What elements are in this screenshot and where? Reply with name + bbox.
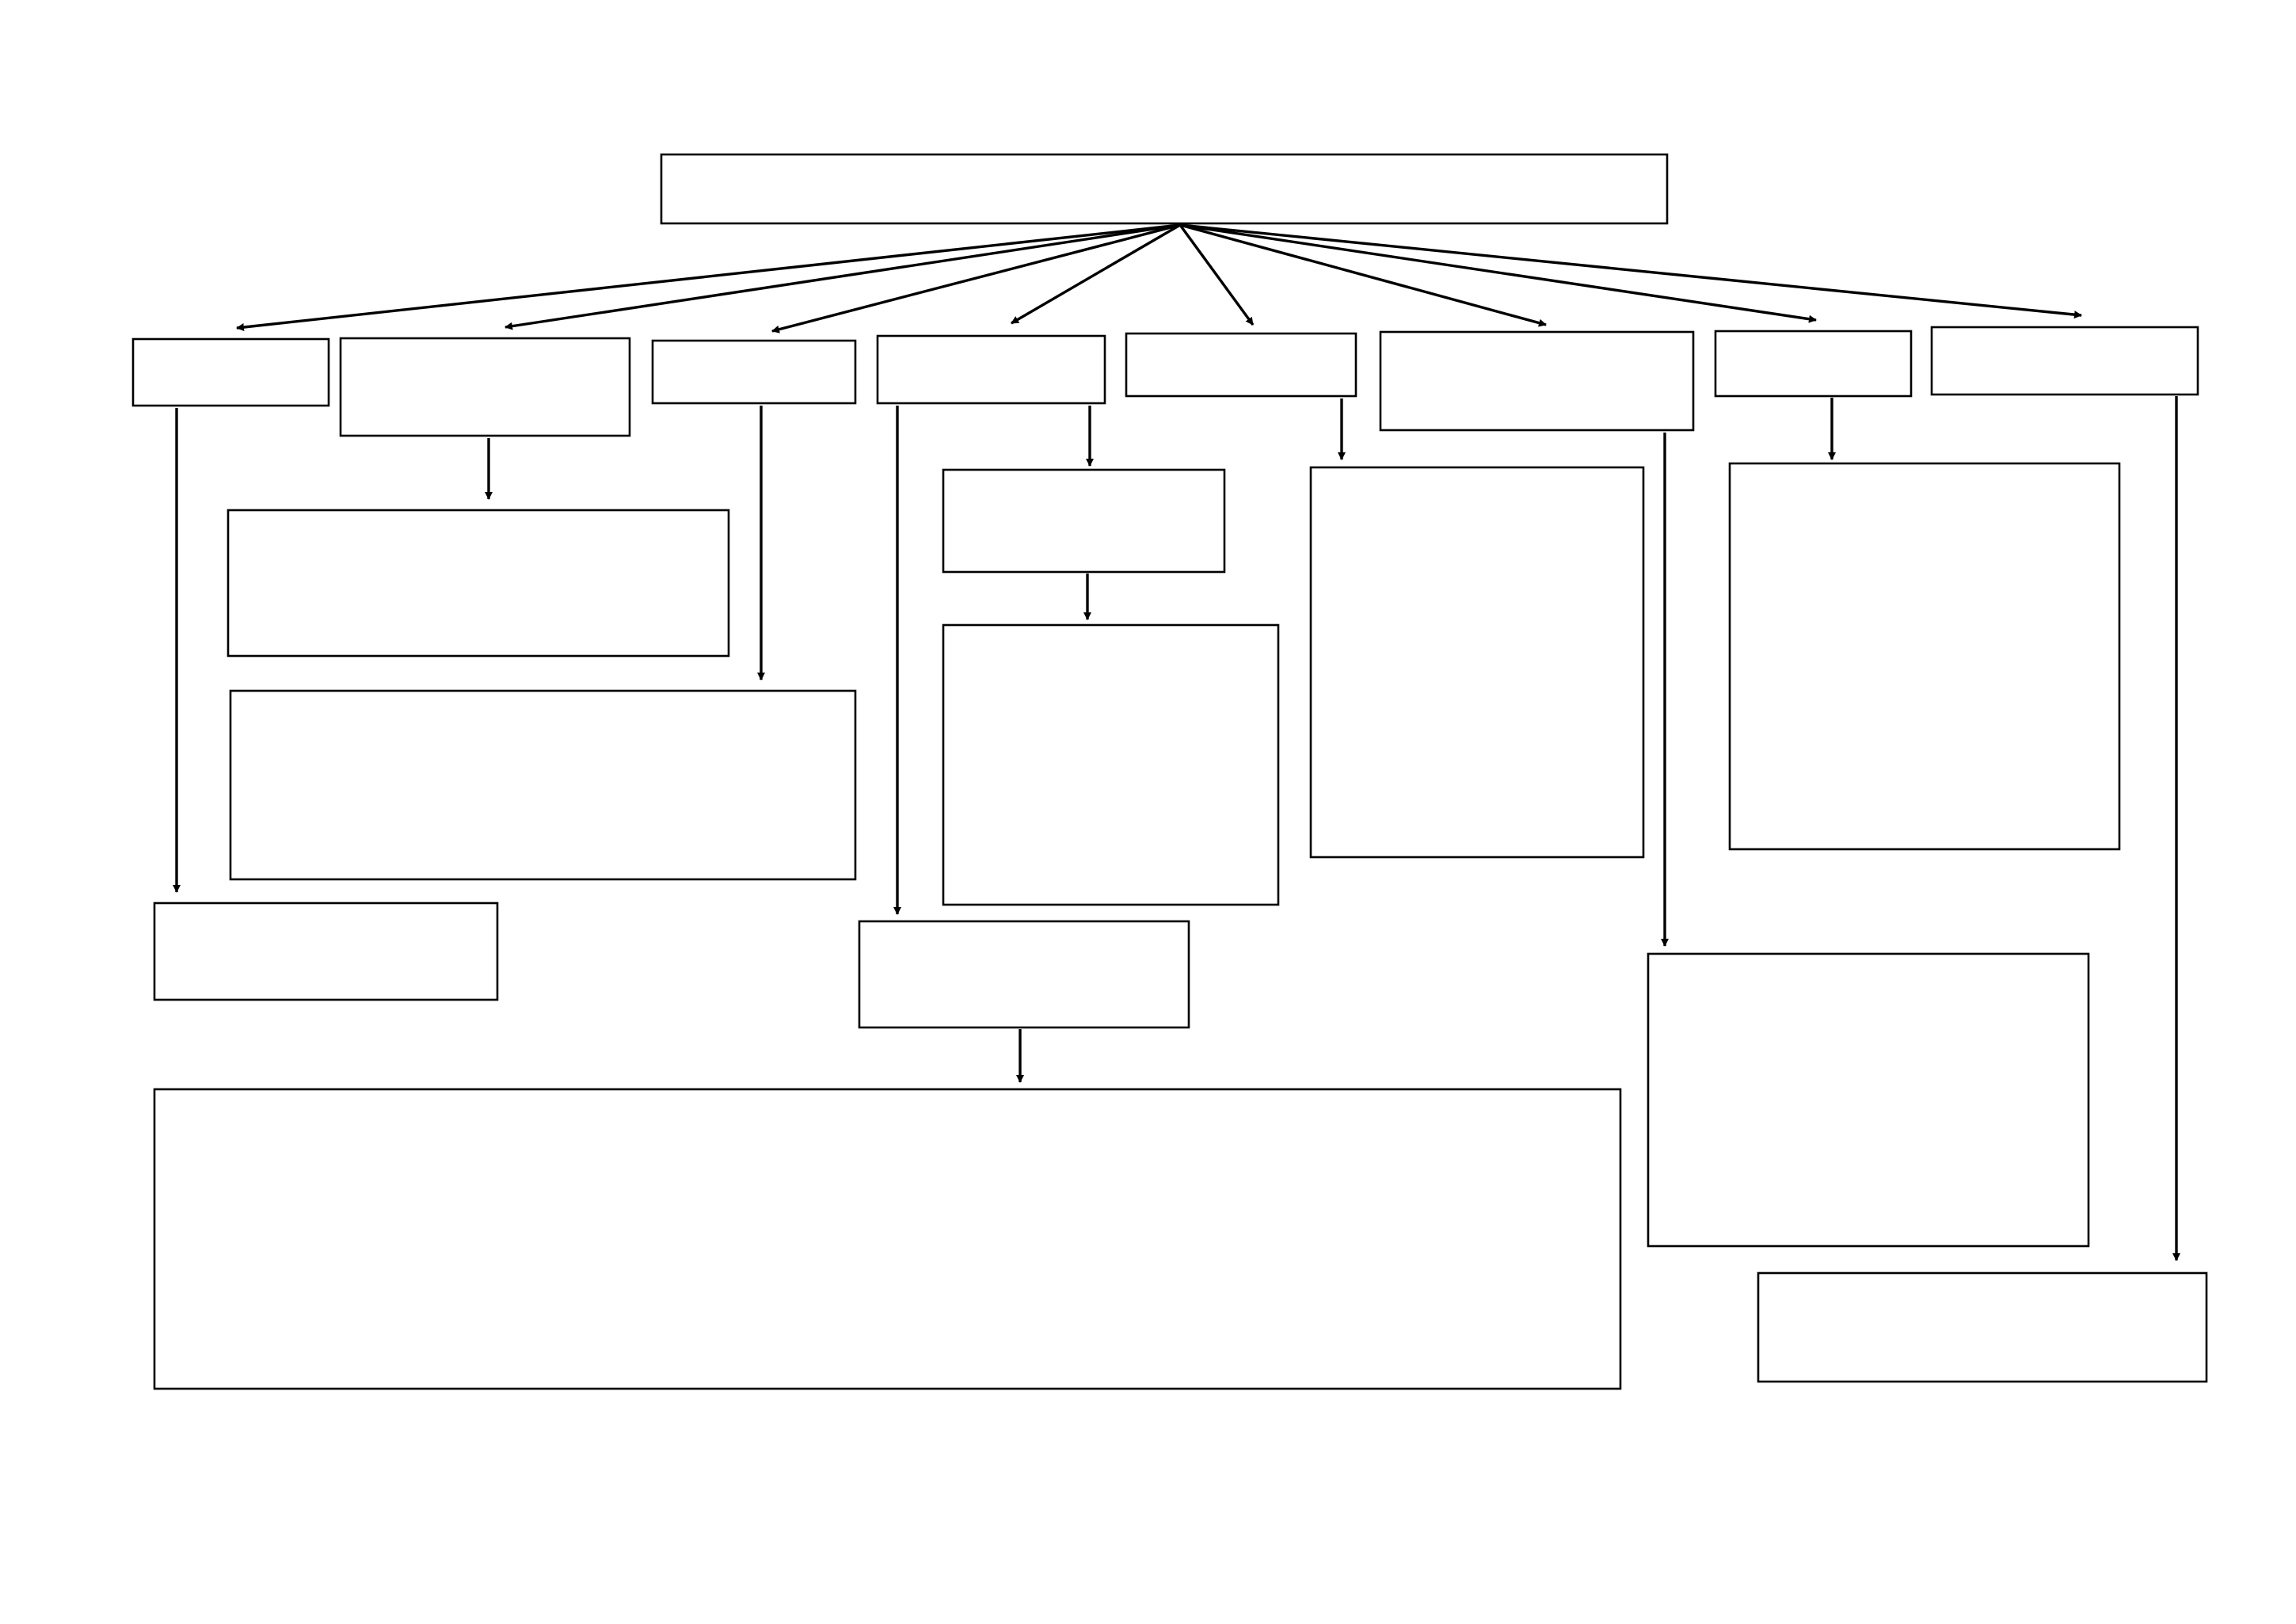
node-box-branch-5 [1125, 332, 1357, 398]
node-box-branch-4 [876, 334, 1106, 405]
node-box-branch-1 [131, 337, 330, 407]
node-root [660, 153, 1669, 225]
arrow-root-to-branch-5 [1178, 223, 1255, 326]
node-box-branch-4-child-b [858, 920, 1190, 1029]
node-branch-4-child-b-sub [153, 1088, 1622, 1390]
node-branch-8-child [1757, 1271, 2208, 1383]
node-branch-3 [651, 339, 857, 405]
node-box-branch-7 [1714, 330, 1913, 398]
arrow-root-to-branch-2 [505, 223, 1181, 330]
node-box-branch-8 [1930, 326, 2199, 396]
node-box-branch-1-child [153, 902, 499, 1001]
node-branch-6-child [1647, 952, 2090, 1248]
arrow-root-to-branch-1 [236, 223, 1181, 331]
node-layer [131, 153, 2208, 1390]
node-branch-3-child [229, 689, 857, 881]
node-box-branch-4-child-b-sub [153, 1088, 1622, 1390]
node-branch-8 [1930, 326, 2199, 396]
node-box-branch-3 [651, 339, 857, 405]
arrow-root-to-branch-4 [1011, 223, 1181, 325]
node-box-branch-3-child [229, 689, 857, 881]
node-branch-1 [131, 337, 330, 407]
node-box-branch-2-child [227, 509, 730, 658]
arrow-root-to-branch-7 [1179, 223, 1817, 323]
arrow-root-to-branch-8 [1179, 223, 2082, 319]
edge-layer [173, 223, 2180, 1261]
node-box-branch-6 [1379, 330, 1695, 432]
arrow-root-to-branch-6 [1179, 223, 1547, 327]
node-branch-1-child [153, 902, 499, 1001]
node-box-branch-2 [339, 337, 631, 437]
node-box-branch-7-child [1728, 462, 2121, 851]
node-box-branch-4-child-a-sub [942, 623, 1280, 906]
node-box-branch-8-child [1757, 1271, 2208, 1383]
node-branch-4-child-a-sub [942, 623, 1280, 906]
node-box-branch-5-child [1309, 466, 1645, 859]
node-box-branch-6-child [1647, 952, 2090, 1248]
node-box-root [660, 153, 1669, 225]
node-branch-4-child-b [858, 920, 1190, 1029]
node-branch-2-child [227, 509, 730, 658]
node-branch-7-child [1728, 462, 2121, 851]
node-branch-6 [1379, 330, 1695, 432]
node-branch-5-child [1309, 466, 1645, 859]
node-box-branch-4-child-a [942, 468, 1226, 574]
node-branch-5 [1125, 332, 1357, 398]
arrow-root-to-branch-3 [771, 223, 1181, 334]
node-branch-4-child-a [942, 468, 1226, 574]
node-branch-4 [876, 334, 1106, 405]
node-branch-7 [1714, 330, 1913, 398]
node-branch-2 [339, 337, 631, 437]
